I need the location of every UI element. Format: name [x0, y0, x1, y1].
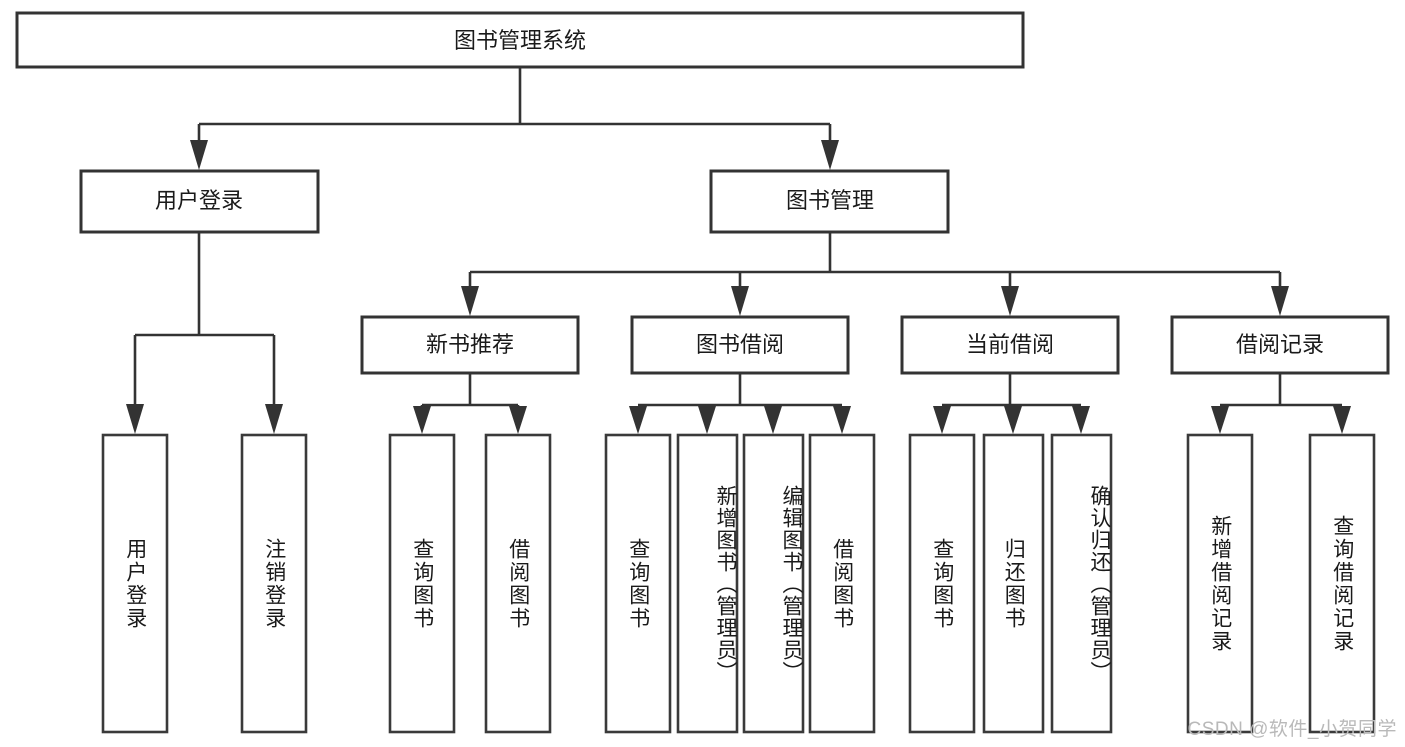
node-book-borrow[interactable]: 图书借阅	[630, 315, 850, 375]
arrowhead-leaf-query-book-1	[413, 406, 431, 434]
arrowhead-leaf-logout	[265, 404, 283, 434]
node-leaf-add-book-box[interactable]	[676, 433, 739, 734]
node-user-login-box[interactable]	[79, 169, 320, 234]
node-leaf-logout-box[interactable]	[240, 433, 308, 734]
arrowhead-leaf-borrow-book-2	[833, 406, 851, 434]
node-leaf-query-record-box[interactable]	[1308, 433, 1376, 734]
node-user-login-label: 用户登录	[155, 188, 243, 213]
node-user-login[interactable]: 用户登录	[79, 169, 320, 234]
connector-group-current-borrow	[933, 373, 1090, 434]
connector-group-book-borrow	[629, 373, 851, 434]
node-borrow-record-box[interactable]	[1170, 315, 1390, 375]
node-new-book-rec[interactable]: 新书推荐	[360, 315, 580, 375]
node-leaf-query-book-1-box[interactable]	[388, 433, 456, 734]
node-current-borrow[interactable]: 当前借阅	[900, 315, 1120, 375]
arrowhead-leaf-add-record	[1211, 406, 1229, 434]
arrowhead-leaf-return-book	[1004, 406, 1022, 434]
node-book-manage-label: 图书管理	[786, 188, 874, 213]
node-book-manage[interactable]: 图书管理	[709, 169, 950, 234]
node-leaf-query-book-3-box[interactable]	[908, 433, 976, 734]
node-leaf-confirm-return-box[interactable]	[1050, 433, 1113, 734]
node-borrow-record[interactable]: 借阅记录	[1170, 315, 1390, 375]
node-root[interactable]: 图书管理系统	[15, 11, 1025, 69]
connector-group-root	[190, 67, 839, 170]
arrowhead-leaf-edit-book	[764, 406, 782, 434]
arrowhead-leaf-user-login	[126, 404, 144, 434]
node-leaf-edit-book-box[interactable]	[742, 433, 805, 734]
arrowhead-new-book-rec	[461, 286, 479, 316]
arrowhead-current-borrow	[1001, 286, 1019, 316]
arrowhead-book-borrow	[731, 286, 749, 316]
node-leaf-user-login-box[interactable]	[101, 433, 169, 734]
node-root-label: 图书管理系统	[454, 28, 586, 53]
arrowhead-leaf-confirm-return	[1072, 406, 1090, 434]
arrowhead-leaf-query-book-2	[629, 406, 647, 434]
arrowhead-book-manage	[821, 140, 839, 170]
node-borrow-record-label: 借阅记录	[1236, 332, 1324, 357]
node-leaf-add-record-box[interactable]	[1186, 433, 1254, 734]
arrowhead-leaf-add-book	[698, 406, 716, 434]
node-leaf-query-book-2-box[interactable]	[604, 433, 672, 734]
arrowhead-leaf-query-record	[1333, 406, 1351, 434]
node-book-manage-box[interactable]	[709, 169, 950, 234]
node-current-borrow-label: 当前借阅	[966, 332, 1054, 357]
node-book-borrow-box[interactable]	[630, 315, 850, 375]
node-current-borrow-box[interactable]	[900, 315, 1120, 375]
connector-group-book-manage	[461, 232, 1289, 316]
connector-group-user-login	[126, 232, 283, 434]
node-leaf-borrow-book-1-box[interactable]	[484, 433, 552, 734]
node-root-box[interactable]	[15, 11, 1025, 69]
arrowhead-borrow-record	[1271, 286, 1289, 316]
arrowhead-user-login	[190, 140, 208, 170]
arrowhead-leaf-borrow-book-1	[509, 406, 527, 434]
connector-group-new-book-rec	[413, 373, 527, 434]
csdn-watermark: CSDN @软件_小贺同学	[1187, 719, 1397, 740]
node-new-book-rec-box[interactable]	[360, 315, 580, 375]
node-new-book-rec-label: 新书推荐	[426, 332, 514, 357]
node-leaf-borrow-book-2-box[interactable]	[808, 433, 876, 734]
arrowhead-leaf-query-book-3	[933, 406, 951, 434]
connector-group-borrow-record	[1211, 373, 1351, 434]
node-book-borrow-label: 图书借阅	[696, 332, 784, 357]
node-leaf-return-book-box[interactable]	[982, 433, 1045, 734]
